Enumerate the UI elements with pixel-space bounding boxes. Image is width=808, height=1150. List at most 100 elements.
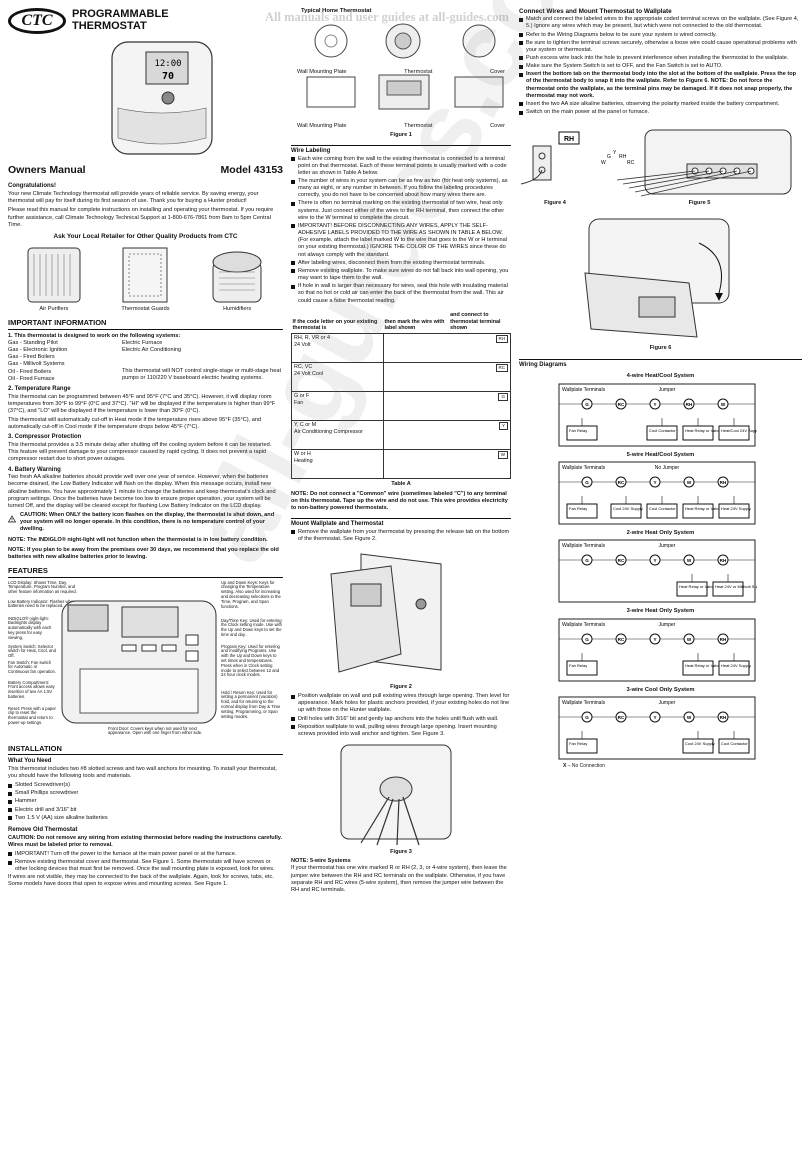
terminal <box>683 554 695 566</box>
terminal <box>649 711 661 723</box>
terminal-label: G <box>585 715 589 720</box>
device-label: Fan Relay <box>569 428 587 433</box>
figure2 <box>321 544 511 682</box>
owners-manual-title: Owners Manual <box>8 164 86 176</box>
product-air-purifier: Air Purifiers <box>24 244 84 313</box>
wiring-legend: X – No Connection <box>563 763 605 770</box>
svg-text:!: ! <box>11 517 13 522</box>
model-number: Model 43153 <box>220 164 283 176</box>
display-temp: 70 <box>162 71 174 82</box>
device-label: Cool Contactor <box>649 428 676 433</box>
mount-title: Mount Wallplate and Thermostat <box>291 518 511 529</box>
terminal <box>615 633 627 645</box>
terminal-label: RC <box>618 715 625 720</box>
important-title: IMPORTANT INFORMATION <box>8 318 283 330</box>
jumper-label: Jumper <box>659 700 676 706</box>
product-title: PROGRAMMABLE THERMOSTAT <box>72 8 169 32</box>
terminal-label: W <box>687 715 692 720</box>
device-label: Heat Relay or Valve <box>685 428 721 433</box>
terminal <box>683 633 695 645</box>
column-left: CTC PROGRAMMABLE THERMOSTAT 12:00 70 Own… <box>8 8 283 888</box>
terminal-label: Y <box>653 480 656 485</box>
wire-label: Y <box>498 422 508 431</box>
wire-label: G <box>498 393 508 402</box>
figure1-title: Typical Home Thermostat <box>301 8 372 14</box>
terminal-label: RH <box>686 402 693 407</box>
caution-block: ! CAUTION: When ONLY the battery icon fl… <box>8 512 283 535</box>
systems-list: Gas - Standing Pilot Gas - Electronic Ig… <box>8 339 282 382</box>
wiring-diagram-title: 5-wire Heat/Cool System <box>626 451 695 458</box>
jumper-label: No Jumper <box>655 465 680 471</box>
features-diagram: LCD Display: Shows Time, Day, Temperatur… <box>8 579 282 736</box>
terminal <box>683 476 695 488</box>
wire-labeling-title: Wire Labeling <box>291 144 511 156</box>
terminal <box>615 398 627 410</box>
watermark: All manuals and user guides at all-guide… <box>265 10 509 24</box>
terminal-label: W <box>687 637 692 642</box>
device-label: Heat Relay or Valve <box>685 663 721 668</box>
wire-label: RH <box>495 335 508 344</box>
title-row: Owners Manual Model 43153 <box>8 164 283 177</box>
thermostat-illustration: 12:00 70 <box>108 38 283 160</box>
wallplate-label: Wallplate Terminals <box>562 387 606 393</box>
wallplate-label: Wallplate Terminals <box>562 543 606 549</box>
terminal <box>649 398 661 410</box>
features-title: FEATURES <box>8 566 283 578</box>
terminal <box>717 554 729 566</box>
terminal-label: G <box>585 402 589 407</box>
terminal-label: RH <box>720 480 727 485</box>
terminal <box>581 476 593 488</box>
terminal <box>683 398 695 410</box>
wallplate-label: Wallplate Terminals <box>562 465 606 471</box>
product-humidifier: Humidifiers <box>207 244 267 313</box>
device-label: Heat Relay or Valve <box>679 584 715 589</box>
svg-text:RH: RH <box>619 154 627 160</box>
wire-label: W <box>497 451 508 460</box>
jumper-label: Jumper <box>659 387 676 393</box>
jumper-label: Jumper <box>659 622 676 628</box>
wiring-diagram-title: 3-wire Cool Only System <box>626 686 695 693</box>
device-label: Fan Relay <box>569 663 587 668</box>
jumper-label: Jumper <box>659 543 676 549</box>
svg-text:RC: RC <box>627 160 635 166</box>
device-label: Heat 24V Supply <box>721 506 751 511</box>
wire-labeling-list: Each wire coming from the wall to the ex… <box>291 156 511 305</box>
device-label: Fan Relay <box>569 506 587 511</box>
terminal <box>581 554 593 566</box>
device-label: Cool Contactor <box>721 741 748 746</box>
installation-title: INSTALLATION <box>8 744 283 756</box>
column-middle: Typical Home Thermostat Wall Mounting Pl… <box>291 8 512 893</box>
terminal <box>717 398 729 410</box>
wire-label: RC <box>495 364 508 373</box>
terminal-label: RH <box>720 558 727 563</box>
terminal <box>717 711 729 723</box>
terminal-label: W <box>721 402 726 407</box>
wallplate-label: Wallplate Terminals <box>562 700 606 706</box>
header: CTC PROGRAMMABLE THERMOSTAT <box>8 8 283 34</box>
terminal <box>615 554 627 566</box>
terminal-label: Y <box>653 715 656 720</box>
connect-title: Connect Wires and Mount Thermostat to Wa… <box>519 8 672 15</box>
wiring-diagram-title: 2-wire Heat Only System <box>626 530 695 537</box>
terminal-label: RH <box>720 637 727 642</box>
retailer-title: Ask Your Local Retailer for Other Qualit… <box>53 232 238 240</box>
table-a: If the code letter on your existing ther… <box>291 311 512 480</box>
wallplate-label: Wallplate Terminals <box>562 622 606 628</box>
terminal-label: Y <box>653 637 656 642</box>
terminal-label: RC <box>618 637 625 642</box>
device-label: Fan Relay <box>569 741 587 746</box>
ctc-logo: CTC <box>8 8 66 34</box>
device-label: Heat 24V or Millivolt Supply <box>715 584 757 589</box>
svg-text:Y: Y <box>613 150 617 156</box>
terminal <box>717 476 729 488</box>
